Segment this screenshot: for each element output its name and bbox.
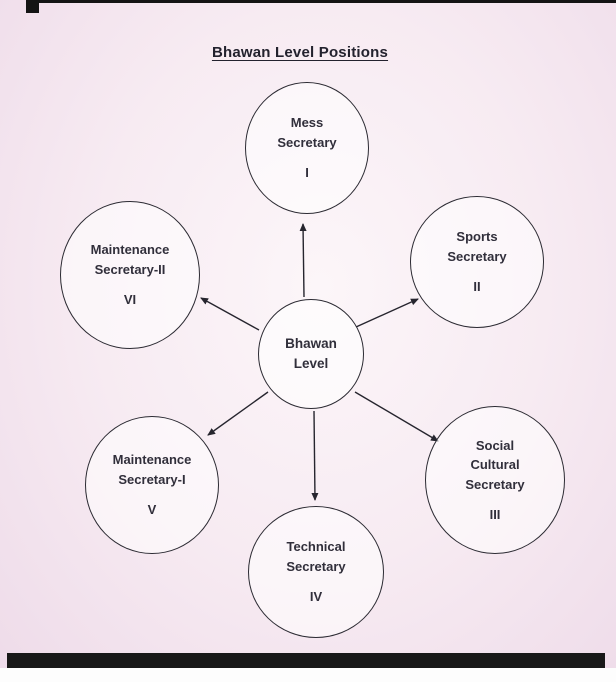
node-numeral: V — [147, 502, 157, 518]
node-sports-secretary: Sports Secretary II — [410, 196, 544, 328]
arrow-to-sports-secretary — [355, 298, 419, 328]
node-label-line: Mess — [290, 115, 324, 131]
node-label: Sports Secretary — [447, 227, 506, 266]
node-maintenance-secretary-2: Maintenance Secretary-II VI — [60, 201, 200, 349]
node-social-cultural-secretary: Social Cultural Secretary III — [425, 406, 565, 554]
node-label-line: Secretary-II — [94, 261, 166, 277]
node-label: Mess Secretary — [277, 113, 336, 152]
node-label-line: Maintenance — [112, 452, 192, 468]
scan-white-strip-bottom — [0, 668, 616, 682]
node-numeral: III — [489, 507, 501, 522]
node-label-line: Cultural — [470, 457, 520, 472]
node-numeral: VI — [123, 292, 137, 308]
scan-mark-bottom-bar — [7, 653, 605, 668]
node-label-line: Level — [293, 356, 329, 371]
node-label-line: Secretary — [465, 476, 525, 492]
node-label-line: Sports — [456, 229, 498, 245]
node-bhawan-level: Bhawan Level — [258, 299, 364, 409]
scan-mark-top-left — [26, 0, 39, 13]
node-numeral: IV — [309, 589, 323, 605]
node-label: Maintenance Secretary-II — [91, 240, 170, 279]
scan-mark-top-edge — [36, 0, 616, 3]
node-label-line: Maintenance — [90, 242, 170, 258]
node-label-line: Social — [475, 437, 515, 453]
node-technical-secretary: Technical Secretary IV — [248, 506, 384, 638]
node-label-line: Secretary-I — [118, 471, 186, 487]
node-label: Maintenance Secretary-I — [113, 450, 192, 489]
node-label: Bhawan Level — [285, 334, 337, 375]
node-label-line: Technical — [286, 539, 346, 555]
node-label-line: Secretary — [286, 558, 346, 574]
node-label-line: Bhawan — [285, 335, 337, 351]
arrow-to-social-cultural-secretary — [354, 391, 439, 442]
node-maintenance-secretary-1: Maintenance Secretary-I V — [85, 416, 219, 554]
node-label-line: Secretary — [447, 248, 507, 264]
arrow-to-maintenance-secretary-1 — [207, 391, 269, 436]
diagram-title: Bhawan Level Positions — [211, 44, 389, 61]
node-label-line: Secretary — [277, 134, 337, 150]
arrow-to-technical-secretary — [311, 410, 319, 501]
arrow-to-mess-secretary — [299, 223, 307, 298]
node-label: Technical Secretary — [286, 537, 345, 576]
node-mess-secretary: Mess Secretary I — [245, 82, 369, 214]
arrow-to-maintenance-secretary-2 — [200, 297, 260, 331]
node-numeral: I — [305, 165, 309, 181]
node-numeral: II — [473, 279, 481, 295]
node-label: Social Cultural Secretary — [465, 436, 524, 495]
